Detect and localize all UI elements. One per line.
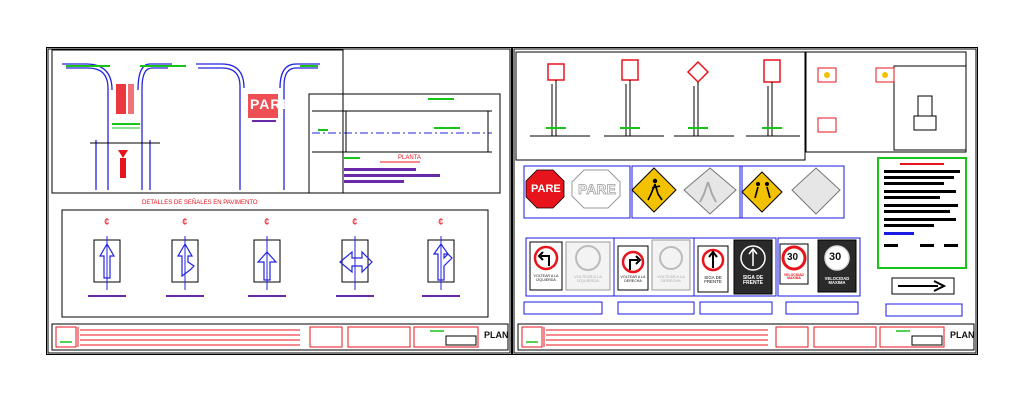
pedestrian-sign-yellow (631, 167, 677, 213)
pare-sign-solid (525, 169, 565, 209)
turn-left-ghost-sign (565, 241, 611, 291)
plan-label: PLANTA (398, 155, 421, 161)
post-elevation-4 (746, 59, 800, 137)
post-elevation-1 (530, 63, 590, 137)
speed-dark-caption: VELOCIDAD MAXIMA (824, 276, 850, 286)
pare-solid-text: PARE (531, 183, 561, 195)
centerline-symbol-5: ¢ (438, 217, 444, 228)
centerline-symbol-4: ¢ (352, 217, 358, 228)
school-sign-outline (791, 167, 841, 215)
left-title-stamp: PLAN (484, 330, 509, 340)
post-elevation-3 (674, 60, 734, 137)
arrow-detail-1 (88, 236, 126, 297)
centerline-symbol-3: ¢ (264, 217, 270, 228)
turn-left-ghost-text: VOLTEAR A LA IZQUIERDA (574, 274, 602, 283)
post-elevation-2 (604, 59, 664, 137)
arrow-detail-2 (166, 236, 204, 297)
right-title-stamp: PLAN (950, 330, 975, 340)
speed-value: 30 (787, 252, 799, 263)
turn-right-text: VOLTEAR A LA DERECHA (620, 275, 646, 283)
pavement-details-title: DETALLES DE SEÑALES EN PAVIMENTO (142, 200, 258, 206)
centerline-symbol-2: ¢ (182, 217, 188, 228)
arrow-detail-4 (336, 236, 374, 297)
turn-right-ghost-text: VOLTEAR A LA DERECHA (657, 274, 685, 283)
right-sheet-frame (512, 47, 978, 355)
speed-caption: VELOCIDAD MAXIMA (784, 273, 804, 281)
turn-right-ghost-sign (651, 239, 691, 291)
centerline-symbol-1: ¢ (104, 217, 110, 228)
speed-dark-value: 30 (829, 251, 842, 263)
intersection-plan-1 (62, 63, 172, 190)
straight-dark-text: SIGA DE FRENTE (742, 275, 764, 286)
school-sign-yellow (741, 171, 783, 213)
arrow-detail-5 (422, 236, 460, 297)
arrow-detail-3 (248, 236, 286, 297)
pavement-pare-marking: PARE (250, 96, 292, 112)
intersection-plan-2 (196, 63, 320, 190)
straight-text: SIGA DE FRENTE (704, 275, 722, 285)
turn-left-text: VOLTEAR A LA IZQUIERDA (533, 274, 559, 282)
notes-box (877, 157, 967, 269)
pare-outline-text: PARE (578, 181, 617, 197)
left-sheet-frame (46, 47, 512, 355)
pare-sign-outline (571, 169, 621, 209)
